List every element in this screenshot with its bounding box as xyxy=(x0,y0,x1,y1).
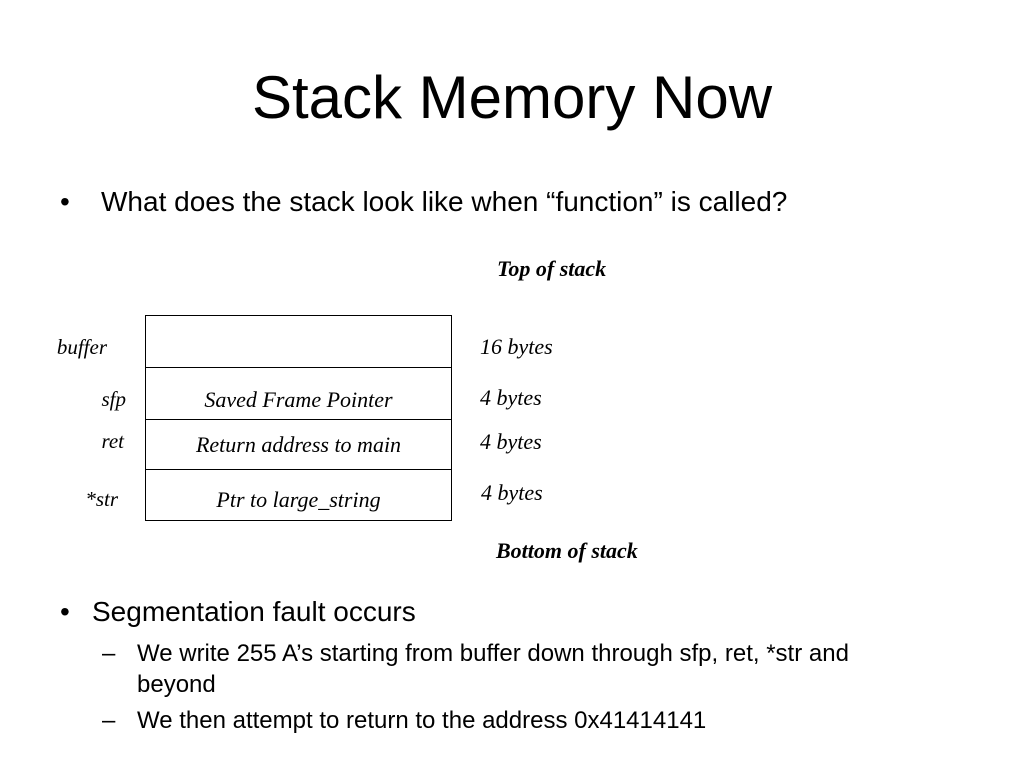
row-name-str: *str xyxy=(85,487,118,511)
row-name-sfp: sfp xyxy=(101,387,126,411)
stack-cell-ret-content: Return address to main xyxy=(195,432,402,457)
stack-cell-sfp: Saved Frame Pointer xyxy=(145,367,452,420)
slide-title: Stack Memory Now xyxy=(251,64,773,131)
sub-bullet-overwrite: – We write 255 A’s starting from buffer … xyxy=(102,638,932,702)
sub-bullet-overwrite-text: We write 255 A’s starting from buffer do… xyxy=(137,640,849,698)
stack-cell-buffer xyxy=(145,315,452,368)
row-size-buffer: 16 bytes xyxy=(480,334,553,359)
stack-cell-sfp-content: Saved Frame Pointer xyxy=(204,387,393,412)
stack-cell-str: Ptr to large_string xyxy=(145,469,452,521)
row-name-ret: ret xyxy=(101,429,124,453)
stack-cell-ret: Return address to main xyxy=(145,419,452,470)
top-of-stack-label: Top of stack xyxy=(497,256,607,281)
bullet-segfault-text: Segmentation fault occurs xyxy=(92,596,416,627)
row-size-ret: 4 bytes xyxy=(480,429,542,454)
sub-bullet-return: – We then attempt to return to the addre… xyxy=(102,705,932,737)
bullet-marker: • xyxy=(60,596,70,627)
sub-bullet-dash: – xyxy=(102,640,116,667)
row-name-buffer: buffer xyxy=(56,335,107,359)
row-size-str: 4 bytes xyxy=(481,480,543,505)
bullet-question: • What does the stack look like when “fu… xyxy=(56,185,956,221)
row-size-sfp: 4 bytes xyxy=(480,385,542,410)
sub-bullet-return-text: We then attempt to return to the address… xyxy=(137,707,707,734)
stack-cell-str-content: Ptr to large_string xyxy=(216,487,381,512)
bullet-question-text: What does the stack look like when “func… xyxy=(101,186,788,217)
bullet-segfault: • Segmentation fault occurs xyxy=(56,595,956,631)
bullet-marker: • xyxy=(60,186,70,217)
bottom-of-stack-label: Bottom of stack xyxy=(496,538,638,563)
sub-bullet-dash: – xyxy=(102,707,116,734)
